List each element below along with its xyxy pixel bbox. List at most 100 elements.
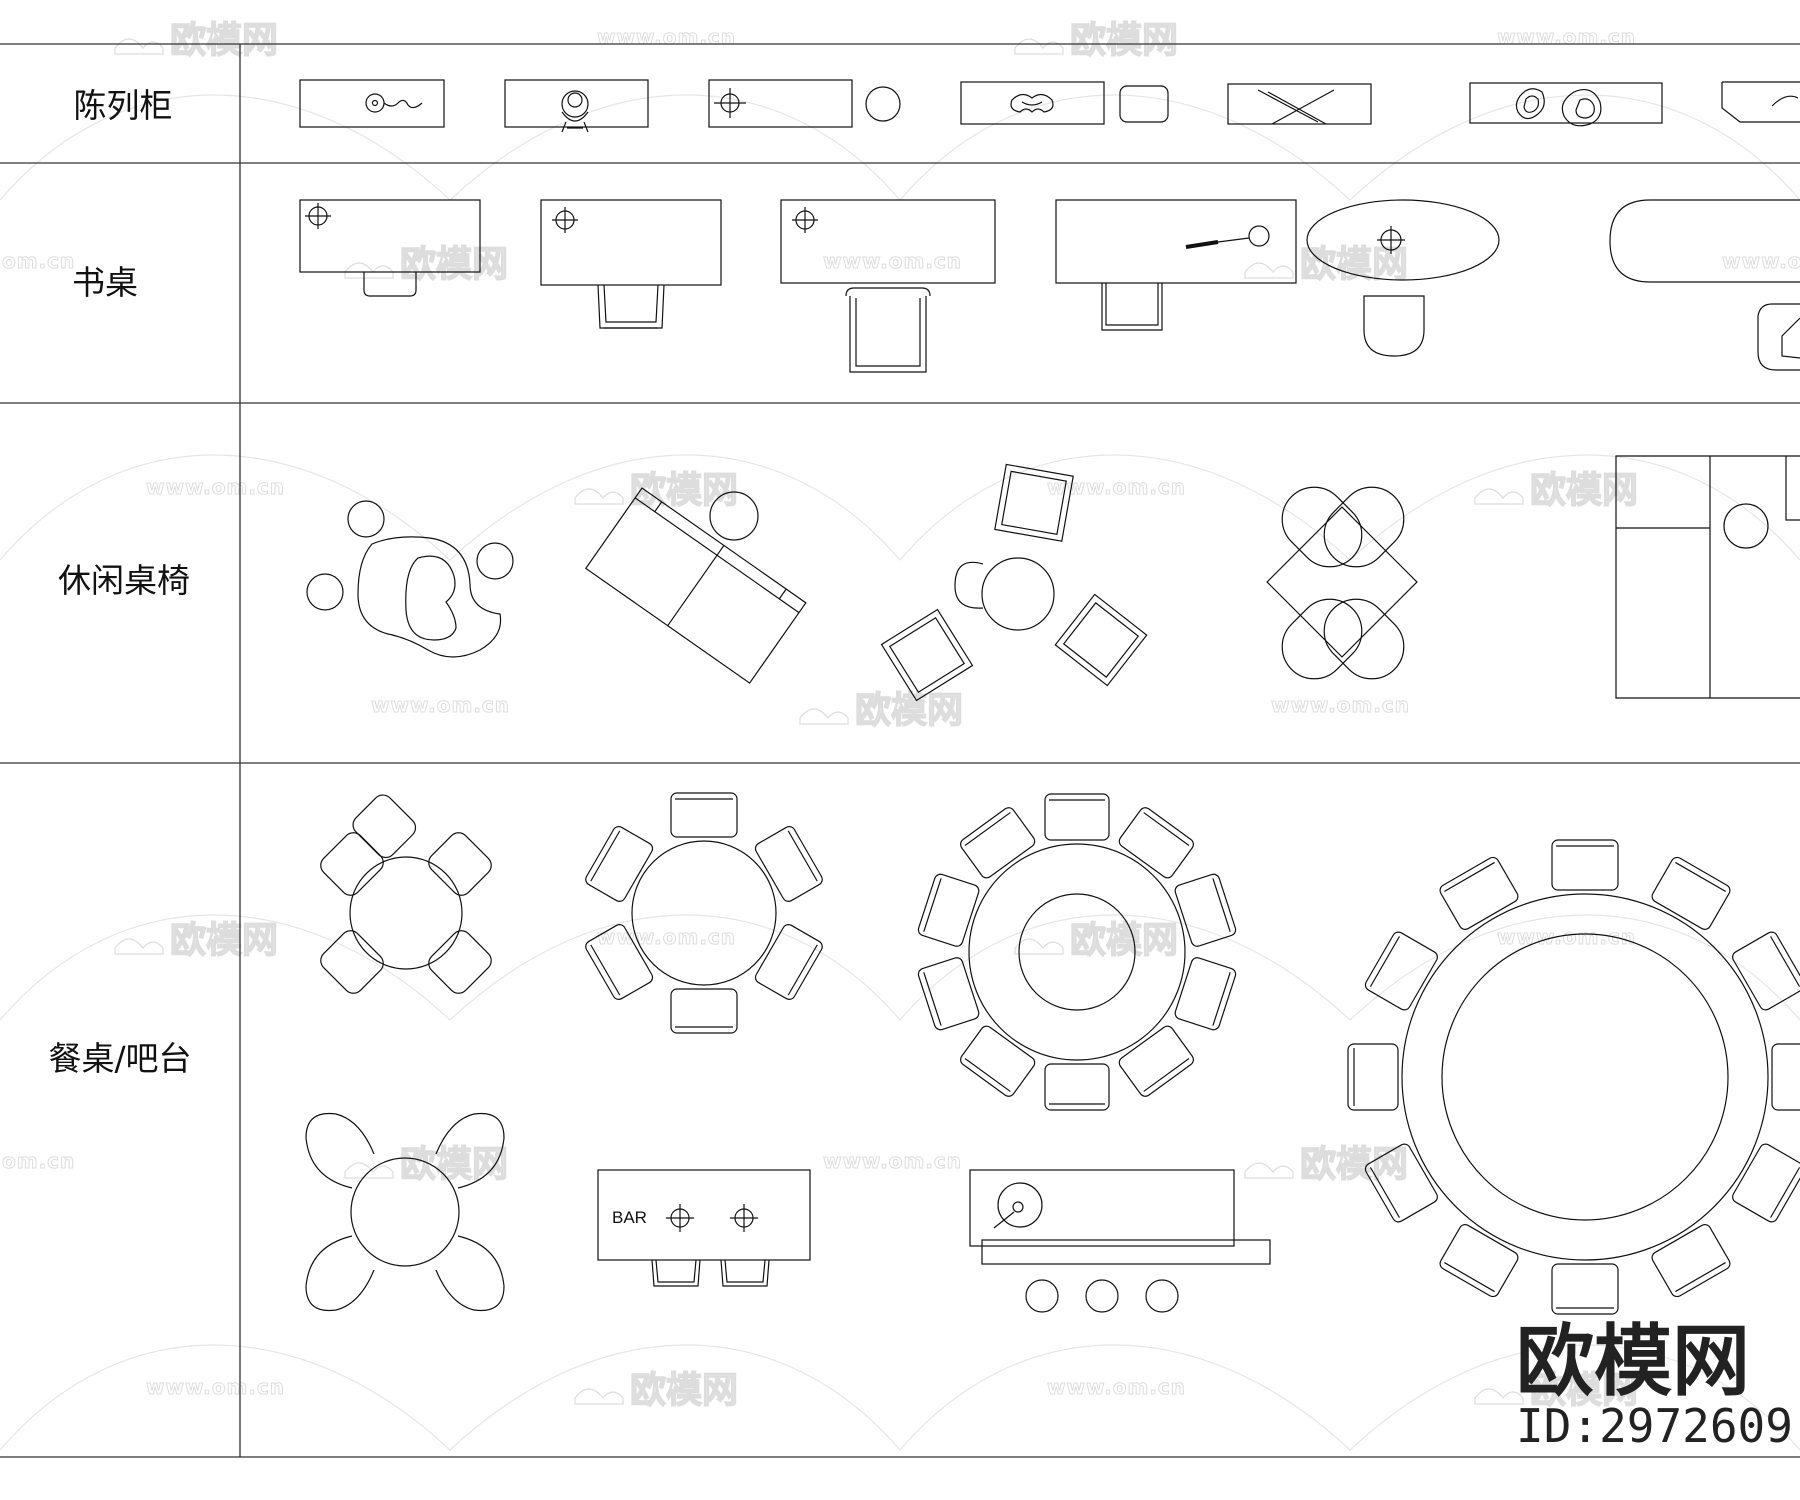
- svg-text:欧模网: 欧模网: [170, 920, 278, 961]
- label-desk: 书桌: [72, 263, 138, 302]
- watermark-brand-13: 欧模网: [1474, 1369, 1639, 1412]
- watermark-brand-1: 欧模网: [114, 19, 279, 62]
- table-top: [1401, 893, 1769, 1261]
- watermark-url-partial-2: om.cn: [2, 1149, 75, 1173]
- watermark-brand-10: 欧模网: [344, 1143, 509, 1186]
- dining-chair: [1771, 1043, 1800, 1111]
- watermark-url-5: www.om.cn: [146, 475, 285, 499]
- watermark-arcs: [0, 94, 1800, 1451]
- dining-chair: [585, 826, 654, 902]
- table-lazy-susan: [1018, 893, 1136, 1011]
- desk-2: [540, 199, 722, 329]
- dining-table-12-seat: [1347, 839, 1800, 1315]
- leisure-set-4: [1266, 486, 1418, 680]
- leisure-set-1: [306, 500, 514, 658]
- dining-chair: [960, 1025, 1036, 1097]
- dining-chair: [1651, 856, 1731, 930]
- bar-label: BAR: [612, 1208, 647, 1227]
- watermark-url-13: www.om.cn: [1047, 1375, 1186, 1399]
- dining-chair: [1118, 807, 1194, 879]
- svg-text:欧模网: 欧模网: [1070, 20, 1178, 61]
- dining-chair: [1439, 856, 1519, 930]
- dining-table-4-seat: [320, 794, 492, 994]
- svg-text:欧模网: 欧模网: [1530, 470, 1638, 511]
- watermark-url-6: www.om.cn: [1047, 475, 1186, 499]
- leisure-set-5-partial: [1615, 455, 1800, 699]
- category-table-grid: [0, 43, 1800, 1458]
- leisure-set-3: [880, 463, 1148, 702]
- logo-brand-text: 欧模网: [1516, 1317, 1750, 1407]
- svg-text:欧模网: 欧模网: [630, 470, 738, 511]
- desk-6-partial: [1609, 199, 1800, 371]
- svg-text:欧模网: 欧模网: [400, 244, 508, 285]
- watermark-url-2: www.om.cn: [1497, 25, 1636, 49]
- watermark-brand-9: 欧模网: [1014, 919, 1179, 962]
- dining-chair: [1732, 1143, 1800, 1223]
- dining-chair: [1174, 873, 1237, 947]
- logo-id-text: ID:2972609: [1516, 1399, 1793, 1453]
- dining-chair: [1651, 1224, 1731, 1298]
- watermark-url-8: www.om.cn: [1271, 693, 1410, 717]
- dining-chair: [585, 924, 654, 1000]
- desk-5: [1306, 199, 1500, 357]
- watermark-url-partial-1: om.cn: [2, 249, 75, 273]
- watermark-url-9: www.om.cn: [597, 925, 736, 949]
- dining-chair: [1044, 793, 1110, 841]
- cabinet-1: [299, 79, 445, 128]
- watermark-url-7: www.om.cn: [371, 693, 510, 717]
- dining-table-10-seat: [917, 793, 1237, 1111]
- table-lazy-susan: [1441, 933, 1729, 1221]
- dining-chair: [1174, 957, 1237, 1031]
- dining-chair: [960, 807, 1036, 879]
- svg-text:欧模网: 欧模网: [1530, 1370, 1638, 1411]
- dining-table-6-seat: [585, 792, 823, 1034]
- dining-chair: [670, 988, 738, 1034]
- desk-3: [780, 199, 996, 373]
- dining-chair: [917, 873, 980, 947]
- desk-1: [299, 199, 481, 297]
- watermark-url-1: www.om.cn: [597, 25, 736, 49]
- cabinet-2: [504, 79, 649, 133]
- watermark-url-3: www.om.cn: [823, 249, 962, 273]
- counter-with-stools: [969, 1169, 1271, 1313]
- dining-chair: [1347, 1043, 1399, 1111]
- label-display-cabinet: 陈列柜: [74, 86, 173, 125]
- display-cabinet-row: [299, 79, 1800, 133]
- dining-row: BAR: [305, 792, 1800, 1315]
- leisure-set-2: [584, 487, 807, 684]
- watermark-url-4: www.om.cn: [1722, 249, 1800, 273]
- label-dining: 餐桌/吧台: [48, 1039, 191, 1078]
- dining-chair: [1732, 931, 1800, 1011]
- dining-chair: [1364, 931, 1438, 1011]
- cabinet-3: [708, 79, 901, 128]
- watermark-brand-2: 欧模网: [1014, 19, 1179, 62]
- svg-text:欧模网: 欧模网: [170, 20, 278, 61]
- table-top: [631, 840, 777, 986]
- dining-chair: [670, 792, 738, 838]
- svg-text:欧模网: 欧模网: [630, 1370, 738, 1411]
- dining-chair: [917, 957, 980, 1031]
- bar-counter: BAR: [597, 1169, 811, 1287]
- dining-chair: [1364, 1143, 1438, 1223]
- dining-chair: [754, 924, 823, 1000]
- watermark-url-11: www.om.cn: [823, 1149, 962, 1173]
- cabinet-6: [1469, 82, 1663, 127]
- svg-text:欧模网: 欧模网: [1300, 1144, 1408, 1185]
- watermark-brand-12: 欧模网: [574, 1369, 739, 1412]
- dining-chair: [1118, 1025, 1194, 1097]
- desk-row: [299, 199, 1800, 373]
- watermark-layer: 欧模网 欧模网 欧模网 欧模网 欧模网 欧模网 欧模网 欧模网: [0, 19, 1800, 1451]
- watermark-url-12: www.om.cn: [146, 1375, 285, 1399]
- watermark-brand-5: 欧模网: [574, 469, 739, 512]
- watermark-brand-6: 欧模网: [1474, 469, 1639, 512]
- watermark-brand-7: 欧模网: [799, 689, 964, 732]
- dining-table-4-seat-curved: [305, 1112, 505, 1312]
- watermark-brand-8: 欧模网: [114, 919, 279, 962]
- cabinet-5: [1227, 83, 1372, 125]
- brand-logo: 欧模网 ID:2972609: [1516, 1317, 1793, 1453]
- desk-4: [1055, 199, 1297, 331]
- svg-text:欧模网: 欧模网: [400, 1144, 508, 1185]
- dining-chair: [754, 826, 823, 902]
- watermark-brand-11: 欧模网: [1244, 1143, 1409, 1186]
